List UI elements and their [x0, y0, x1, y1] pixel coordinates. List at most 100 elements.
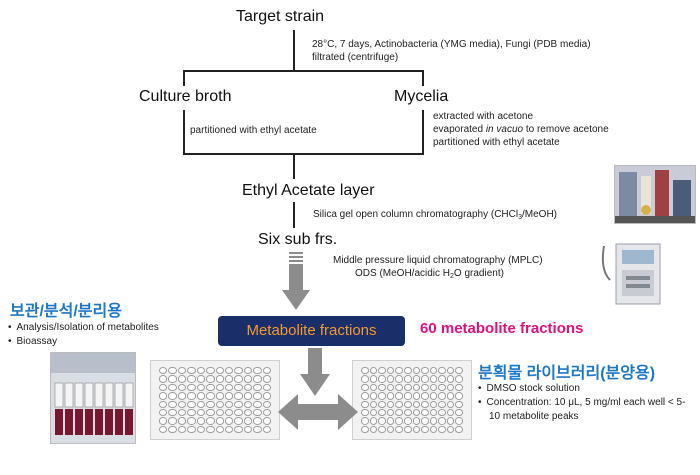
well: [369, 375, 378, 383]
well: [403, 392, 412, 400]
well: [395, 417, 403, 425]
well: [455, 425, 463, 433]
well: [243, 425, 253, 433]
well: [215, 400, 224, 408]
node-mycelia: Mycelia: [394, 88, 449, 105]
well: [243, 417, 253, 425]
well: [378, 375, 386, 383]
well: [253, 383, 262, 392]
well: [206, 375, 215, 383]
well: [446, 367, 455, 375]
well: [369, 383, 378, 392]
well: [262, 392, 271, 400]
well: [412, 367, 421, 375]
step-culture-conditions: 28°C, 7 days, Actinobacteria (YMG media)…: [312, 38, 591, 64]
mplc-line1: Middle pressure liquid chromatography (M…: [333, 255, 543, 266]
well: [262, 383, 271, 392]
step-mycelia: extracted with acetone evaporated in vac…: [433, 110, 609, 149]
mplc-line2-sub: 2: [450, 273, 454, 280]
list-item: DMSO stock solution: [478, 382, 693, 396]
well: [224, 400, 234, 408]
well-plate-left: [150, 360, 280, 440]
well: [421, 375, 429, 383]
well: [253, 367, 262, 375]
well: [421, 392, 429, 400]
connector-merge: [183, 153, 424, 155]
well: [224, 425, 234, 433]
well: [196, 425, 206, 433]
well: [369, 408, 378, 417]
well: [196, 367, 206, 375]
well: [395, 375, 403, 383]
well: [196, 375, 206, 383]
well: [168, 408, 177, 417]
well: [159, 383, 168, 392]
photo-mplc-instrument: [596, 240, 672, 308]
connector-right-down1: [422, 70, 424, 86]
connector-right-down2: [422, 110, 424, 154]
well: [187, 408, 196, 417]
well: [253, 417, 262, 425]
well: [177, 383, 187, 392]
photo-lab-equipment: [614, 165, 696, 224]
metabolite-fractions-box: Metabolite fractions: [218, 316, 405, 346]
mycelia-line2: evaporated in vacuo to remove acetone: [433, 123, 609, 136]
well: [403, 417, 412, 425]
well: [421, 417, 429, 425]
well: [395, 383, 403, 392]
well: [429, 383, 438, 392]
well: [159, 408, 168, 417]
photo-vial-rack: [50, 352, 136, 444]
culture-line1: 28°C, 7 days, Actinobacteria (YMG media)…: [312, 39, 591, 50]
well: [159, 392, 168, 400]
well: [421, 383, 429, 392]
well: [206, 392, 215, 400]
well: [206, 367, 215, 375]
well: [378, 400, 386, 408]
node-culture-broth: Culture broth: [139, 88, 232, 105]
well: [361, 392, 369, 400]
well: [429, 367, 438, 375]
well: [446, 392, 455, 400]
well: [253, 400, 262, 408]
well: [196, 392, 206, 400]
well: [403, 383, 412, 392]
mplc-line2-post: O gradient): [453, 268, 504, 279]
well: [446, 375, 455, 383]
well: [234, 425, 243, 433]
well: [438, 417, 446, 425]
storage-title: 보관/분석/분리용: [10, 303, 122, 320]
well: [438, 408, 446, 417]
well: [215, 392, 224, 400]
well: [455, 400, 463, 408]
mycelia-line2-post: to remove acetone: [523, 124, 609, 135]
well: [438, 400, 446, 408]
well: [168, 383, 177, 392]
step-silica: Silica gel open column chromatography (C…: [313, 208, 557, 224]
well: [429, 400, 438, 408]
well: [215, 417, 224, 425]
well: [421, 425, 429, 433]
node-six-sub-frs: Six sub frs.: [258, 231, 338, 248]
well: [253, 408, 262, 417]
library-title: 분획물 라이브러리(분양용): [478, 365, 656, 382]
well: [446, 408, 455, 417]
well: [378, 408, 386, 417]
well: [446, 417, 455, 425]
well: [361, 417, 369, 425]
well: [168, 417, 177, 425]
well: [224, 375, 234, 383]
well: [262, 425, 271, 433]
well: [206, 417, 215, 425]
well: [361, 408, 369, 417]
well: [446, 383, 455, 392]
well: [243, 400, 253, 408]
well: [206, 400, 215, 408]
list-item: Bioassay: [8, 335, 159, 349]
well: [386, 383, 395, 392]
well: [421, 367, 429, 375]
well: [262, 408, 271, 417]
well: [168, 367, 177, 375]
well: [234, 417, 243, 425]
well: [446, 400, 455, 408]
